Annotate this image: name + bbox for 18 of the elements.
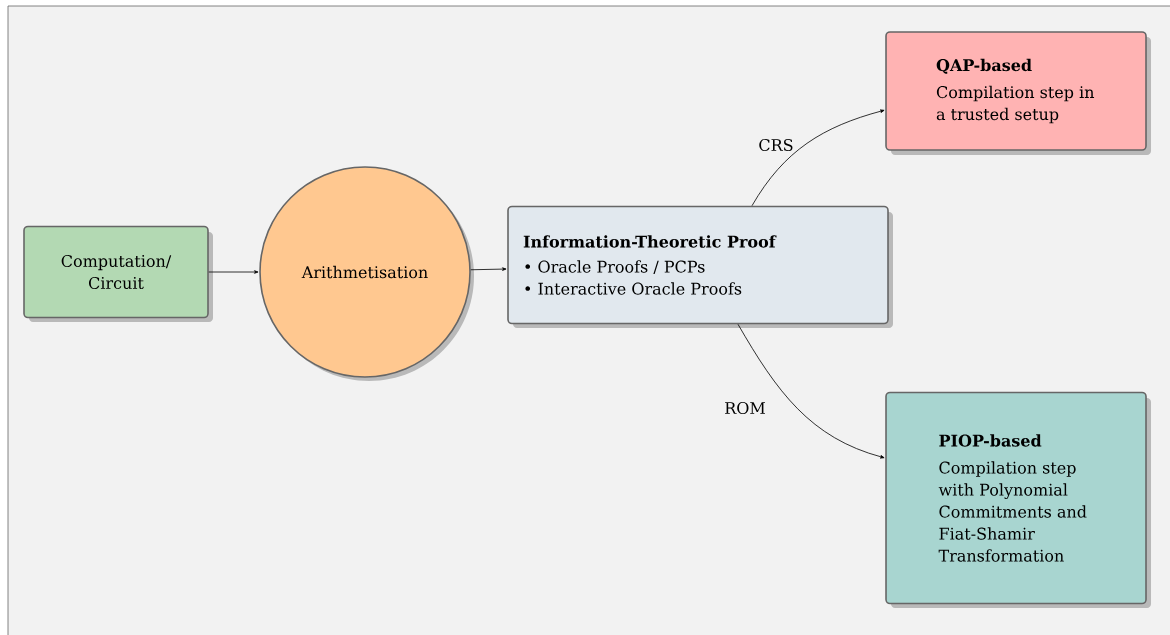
box-text: Compilation step with Polynomial Commitments and Fiat-Shamir Transformation xyxy=(938,461,1087,562)
arrow xyxy=(737,323,885,459)
box-heading: QAP-based xyxy=(936,58,1032,74)
box-heading: Information-Theoretic Proof xyxy=(523,235,777,248)
process-box xyxy=(885,31,1151,155)
box-text: Computation/ Circuit xyxy=(61,254,172,290)
process-box xyxy=(23,225,213,322)
bullet-item: • Oracle Proofs / PCPs xyxy=(525,260,705,274)
process-circle xyxy=(259,166,474,381)
box-text: Compilation step in a trusted setup xyxy=(936,85,1095,124)
process-box xyxy=(507,205,893,328)
bullet-item: • Interactive Oracle Proofs xyxy=(525,282,742,295)
box-heading: PIOP-based xyxy=(939,434,1042,447)
process-box xyxy=(885,391,1151,608)
arrow xyxy=(208,270,259,274)
arrow xyxy=(470,267,507,271)
box-text: Arithmetisation xyxy=(301,265,428,279)
arrow xyxy=(751,109,885,207)
